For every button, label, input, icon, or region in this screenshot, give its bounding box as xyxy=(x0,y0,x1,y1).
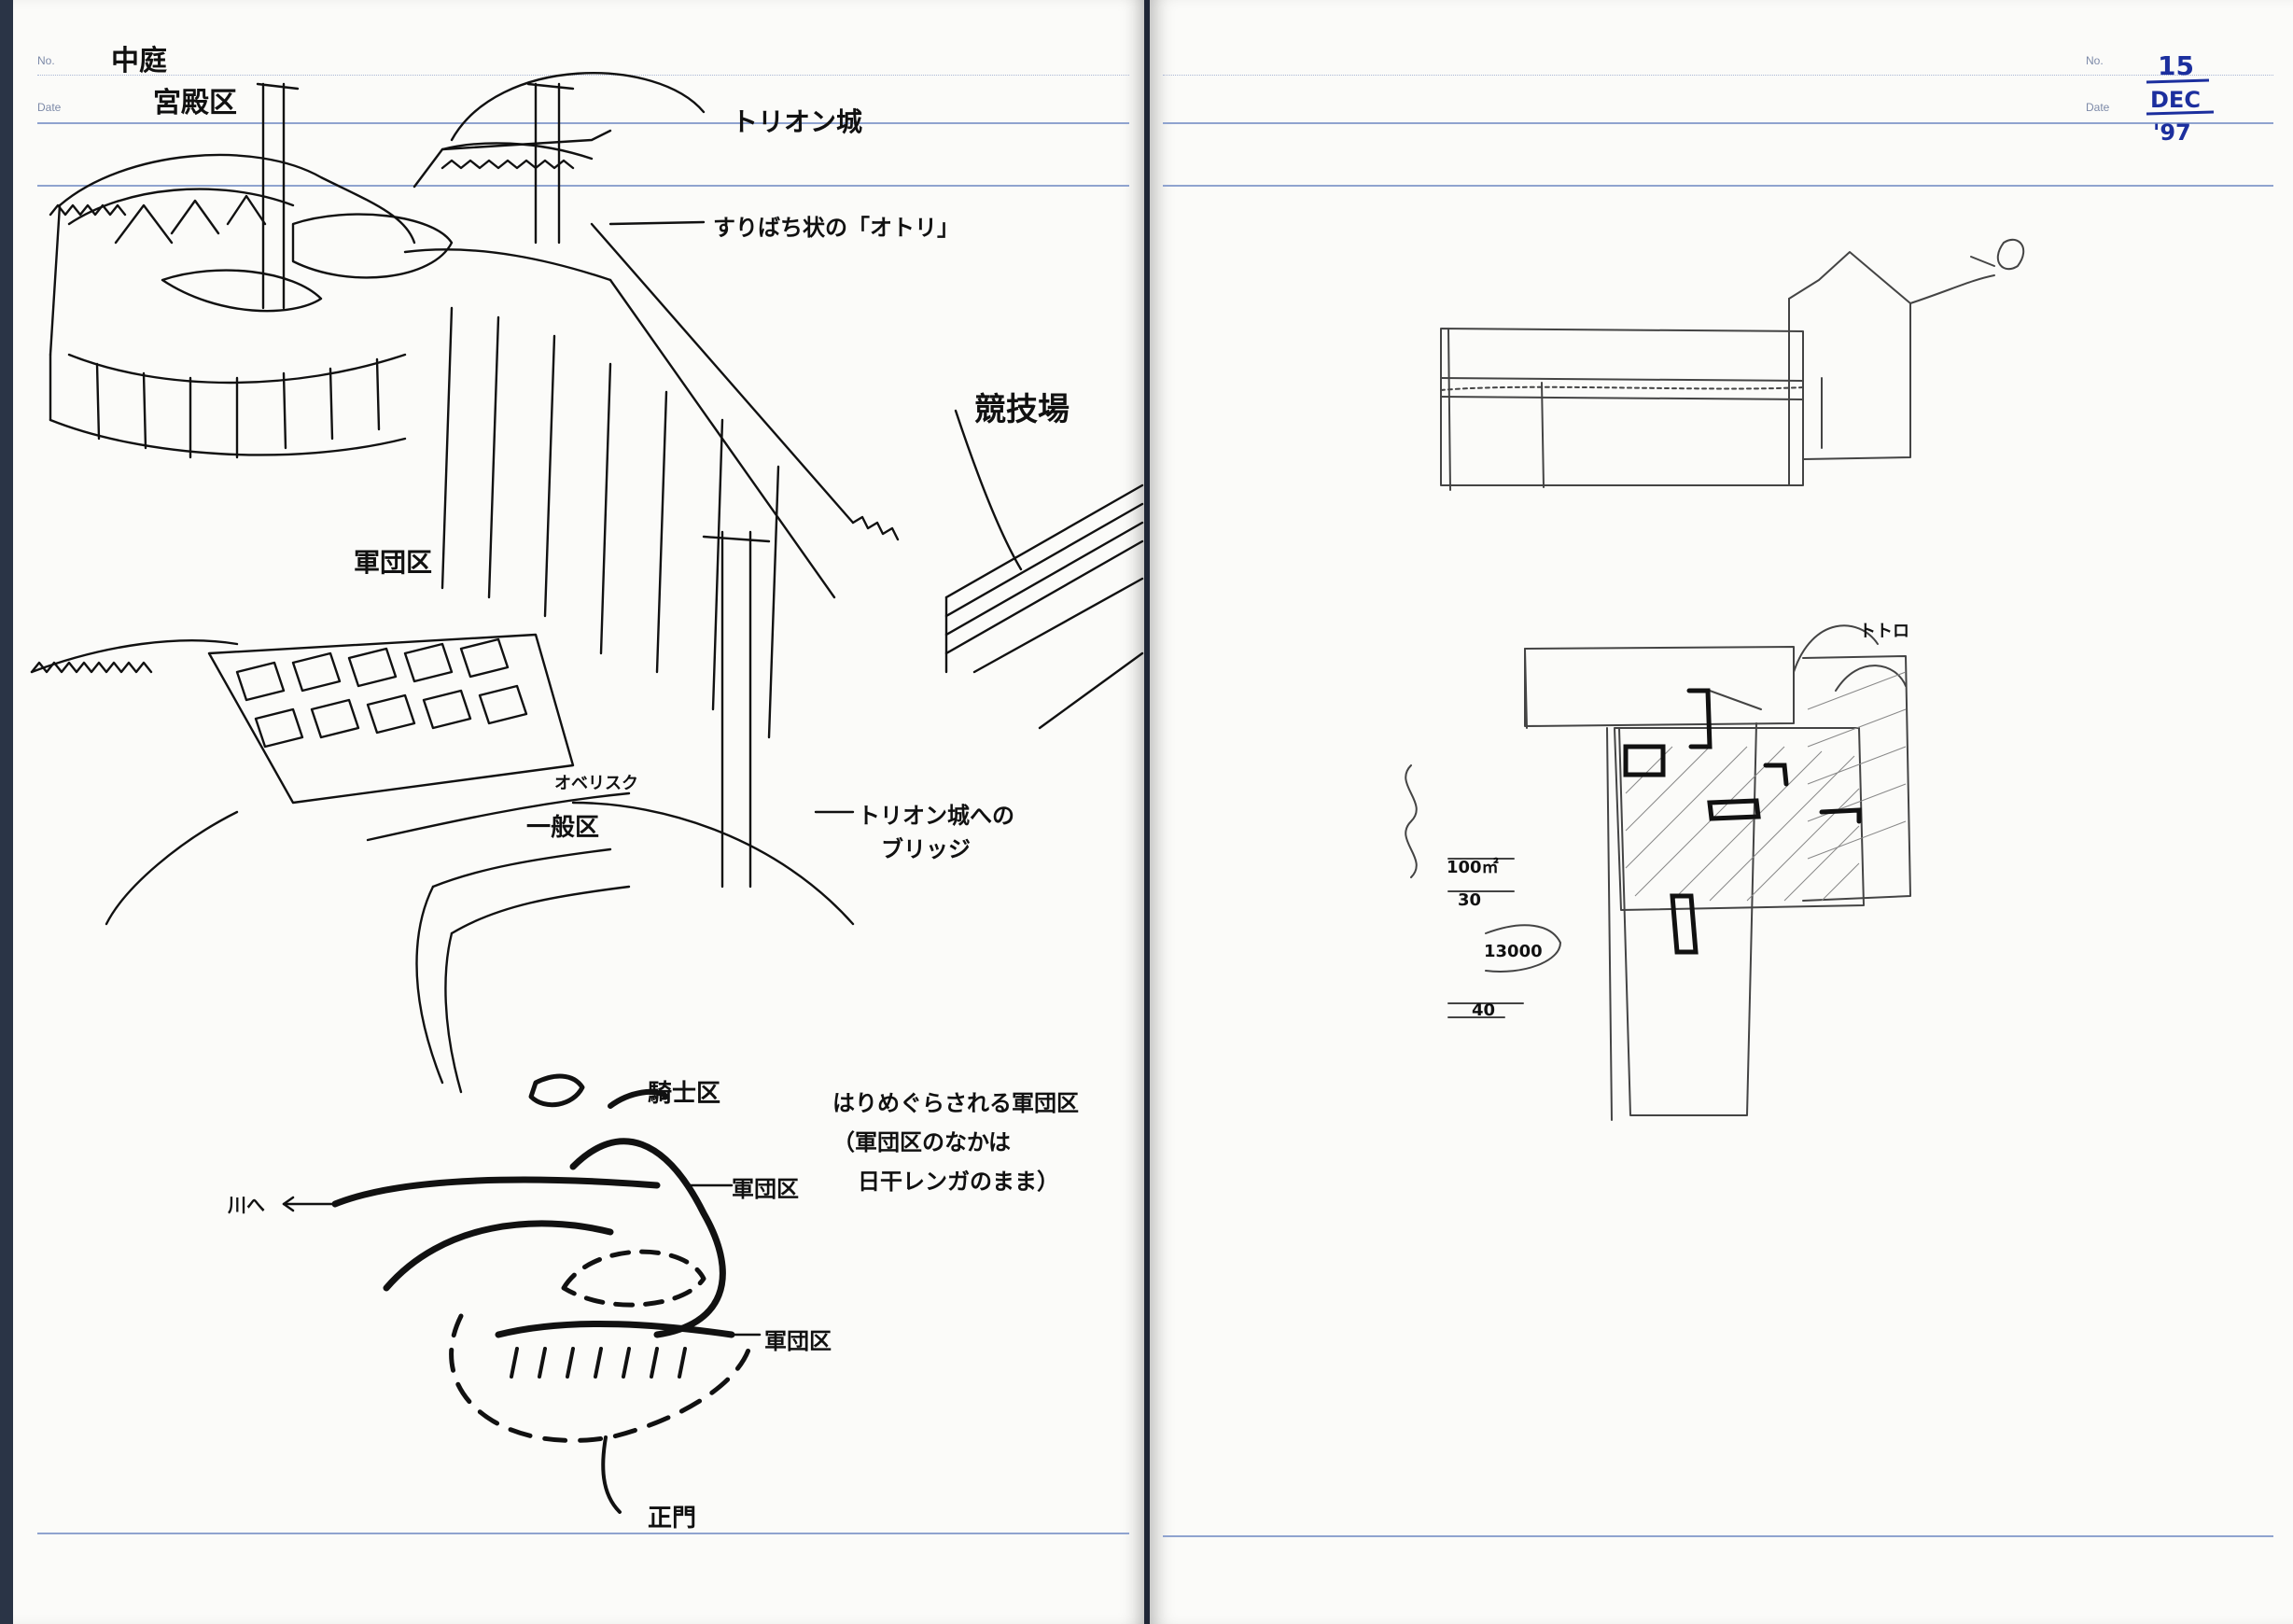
plan-dim-2: 30 xyxy=(1458,890,1481,910)
note-line-3: 日干レンガのまま） xyxy=(858,1169,1059,1195)
right-top-rule xyxy=(1163,185,2273,187)
label-mortar-bird: すりばち状の「オトリ」 xyxy=(713,215,959,241)
plan-sketch: 15 DEC '97 xyxy=(1405,50,2215,1121)
label-general-district: 一般区 xyxy=(526,814,599,842)
label-castle-name: トリオン城 xyxy=(732,106,862,137)
date-month-value: DEC xyxy=(2150,87,2201,113)
left-page: No. Date xyxy=(13,0,1146,1624)
left-date-rule xyxy=(37,122,1129,124)
right-no-label: No. xyxy=(2086,54,2104,67)
castle-sketch: 中庭 宮殿区 トリオン城 すりばち状の「オトリ」 競技場 軍団区 オベリスク 一… xyxy=(30,45,1144,1533)
right-date-label: Date xyxy=(2086,101,2110,114)
label-to-river: 川へ xyxy=(227,1194,265,1216)
note-line-2: （軍団区のなかは xyxy=(832,1129,1011,1155)
plan-dim-3: 13000 xyxy=(1484,942,1543,961)
left-bottom-rule xyxy=(37,1533,1129,1534)
left-date-label: Date xyxy=(37,101,62,114)
date-year-value: '97 xyxy=(2153,119,2191,146)
right-bottom-rule xyxy=(1163,1535,2273,1537)
label-obelisk: オベリスク xyxy=(554,774,638,793)
date-no-value: 15 xyxy=(2158,50,2194,81)
label-main-gate: 正門 xyxy=(648,1505,696,1533)
label-arena: 競技場 xyxy=(974,391,1070,428)
note-line-1: はりめぐらされる軍団区 xyxy=(832,1090,1079,1116)
left-no-label: No. xyxy=(37,54,55,67)
label-bridge-note-1: トリオン城への xyxy=(858,803,1014,829)
label-army-district-3: 軍団区 xyxy=(764,1328,832,1354)
label-courtyard: 中庭 xyxy=(111,45,167,77)
plan-dim-1: 100㎡ xyxy=(1447,857,1499,877)
label-palace-district: 宮殿区 xyxy=(153,87,237,119)
book-gutter xyxy=(1144,0,1152,1624)
label-army-district-2: 軍団区 xyxy=(732,1176,799,1202)
label-knight-district: 騎士区 xyxy=(648,1080,720,1108)
right-no-rule xyxy=(1163,75,2273,76)
left-no-rule xyxy=(37,75,1129,76)
plan-dim-4: 40 xyxy=(1472,1001,1495,1020)
right-page: No. Date 15 DEC '97 xyxy=(1150,0,2293,1624)
left-top-rule xyxy=(37,185,1129,187)
label-bridge-note-2: ブリッジ xyxy=(881,836,971,862)
right-date-rule xyxy=(1163,122,2273,124)
plan-top-label: トトロ xyxy=(1859,622,1909,641)
label-army-district: 軍団区 xyxy=(354,547,432,578)
